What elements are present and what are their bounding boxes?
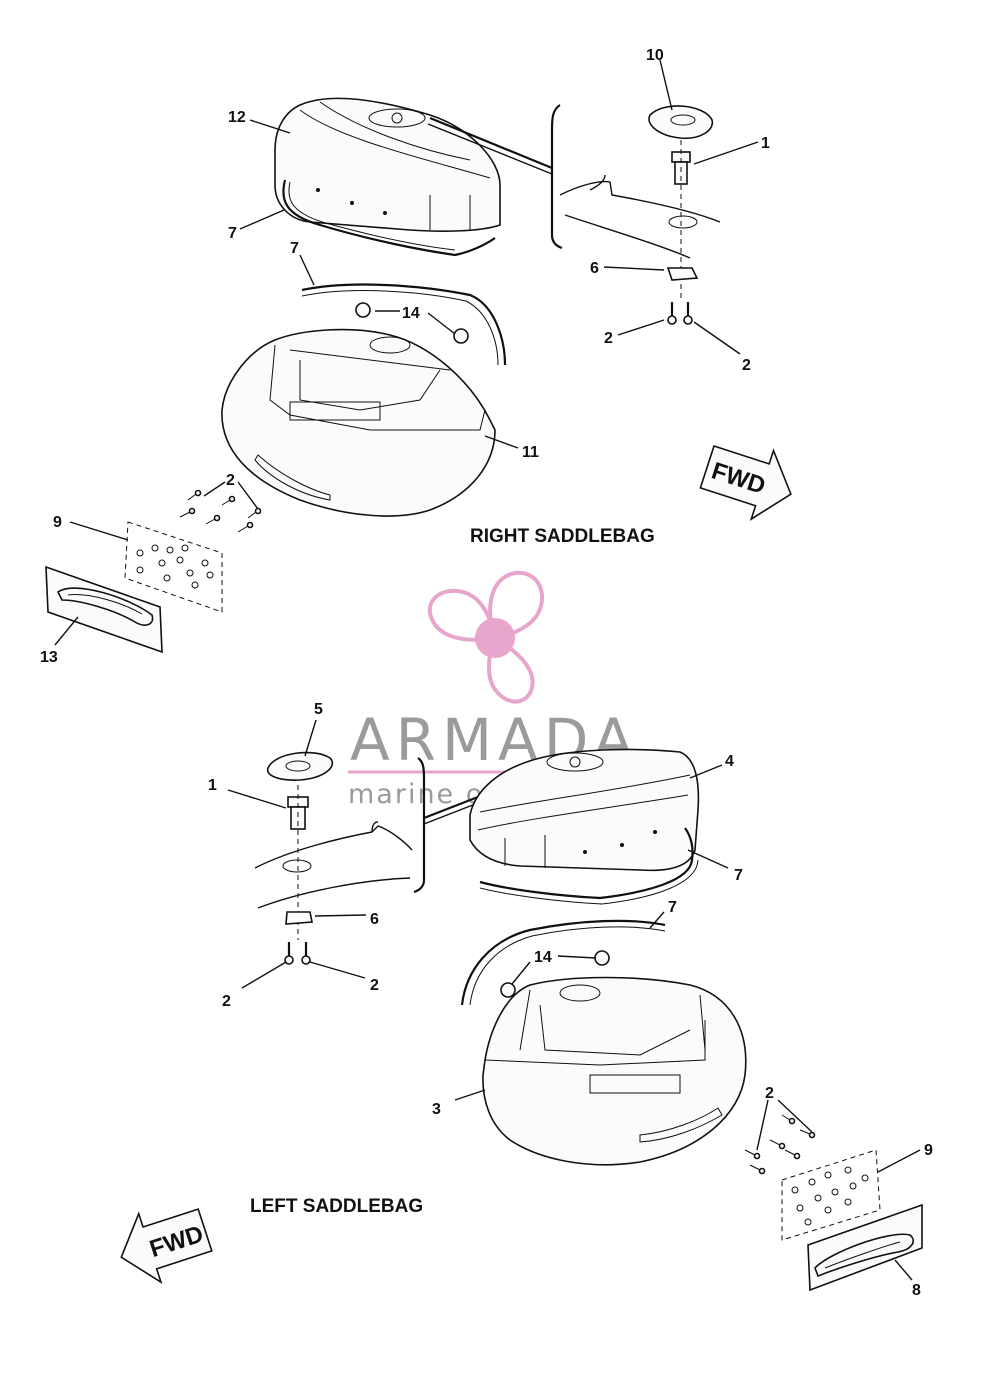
right-mount-frame	[427, 104, 721, 259]
right-lock-cover-part-10	[648, 105, 714, 140]
callout-9: 9	[924, 1142, 933, 1159]
left-lid-part-4	[469, 748, 700, 872]
left-bolt-part-2	[284, 942, 311, 965]
right-bag-seal-part-7	[301, 283, 507, 366]
callout-10: 10	[646, 47, 664, 64]
right-lock-cylinder-part-1	[671, 151, 691, 185]
left-lock-cover-part-5	[266, 751, 334, 781]
left-saddlebag-title: LEFT SADDLEBAG	[250, 1196, 423, 1217]
fwd-arrow-icon: FWD	[120, 1208, 213, 1285]
callout-7: 7	[228, 225, 237, 242]
right-screws-part-2	[179, 489, 262, 533]
callout-6: 6	[590, 260, 599, 277]
left-bracket-plate-part-6	[285, 911, 313, 925]
callout-12: 12	[228, 109, 246, 126]
right-lid-seal-part-7	[282, 179, 496, 257]
right-reflector-part-13	[45, 565, 163, 654]
right-lid-part-12	[274, 97, 501, 232]
right-bracket-plate-part-6	[666, 215, 699, 281]
callout-8: 8	[912, 1282, 921, 1299]
callout-1: 1	[761, 135, 770, 152]
right-nut-part-14	[355, 302, 469, 344]
callout-7: 7	[668, 899, 677, 916]
callout-2: 2	[226, 472, 235, 489]
right-saddlebag-assembly: FWD 12 7 7 14 10 1 6 2 2 11	[40, 47, 792, 666]
callout-2: 2	[222, 993, 231, 1010]
callout-3: 3	[432, 1101, 441, 1118]
callout-14: 14	[402, 305, 420, 322]
callout-14: 14	[534, 949, 552, 966]
callout-7: 7	[290, 240, 299, 257]
left-leader-lines	[227, 719, 921, 1281]
left-gasket-part-9	[781, 1149, 881, 1241]
right-leader-lines	[54, 59, 759, 646]
left-nut-part-14	[500, 950, 610, 998]
callout-9: 9	[53, 514, 62, 531]
callout-4: 4	[725, 753, 734, 770]
callout-2: 2	[765, 1085, 774, 1102]
callout-2: 2	[742, 357, 751, 374]
callout-6: 6	[370, 911, 379, 928]
left-screws-part-2	[744, 1114, 816, 1175]
callout-2: 2	[370, 977, 379, 994]
callout-5: 5	[314, 701, 323, 718]
propeller-icon	[427, 570, 545, 704]
left-bag-seal-part-7	[460, 919, 666, 1006]
left-bag-body-part-3	[482, 976, 747, 1166]
left-reflector-part-8	[807, 1203, 923, 1292]
callout-13: 13	[40, 649, 58, 666]
left-saddlebag-assembly: FWD 5 1 4 7 7 6 14 2 2	[120, 701, 933, 1299]
right-bolt-part-2	[667, 302, 693, 325]
fwd-arrow-icon: FWD	[699, 444, 792, 521]
right-saddlebag-title: RIGHT SADDLEBAG	[470, 526, 655, 547]
callout-2: 2	[604, 330, 613, 347]
callout-1: 1	[208, 777, 217, 794]
callout-11: 11	[522, 444, 539, 461]
right-gasket-part-9	[124, 521, 223, 613]
left-lid-seal-part-7	[479, 827, 694, 900]
right-bag-body-part-11	[221, 328, 496, 517]
callout-7: 7	[734, 867, 743, 884]
